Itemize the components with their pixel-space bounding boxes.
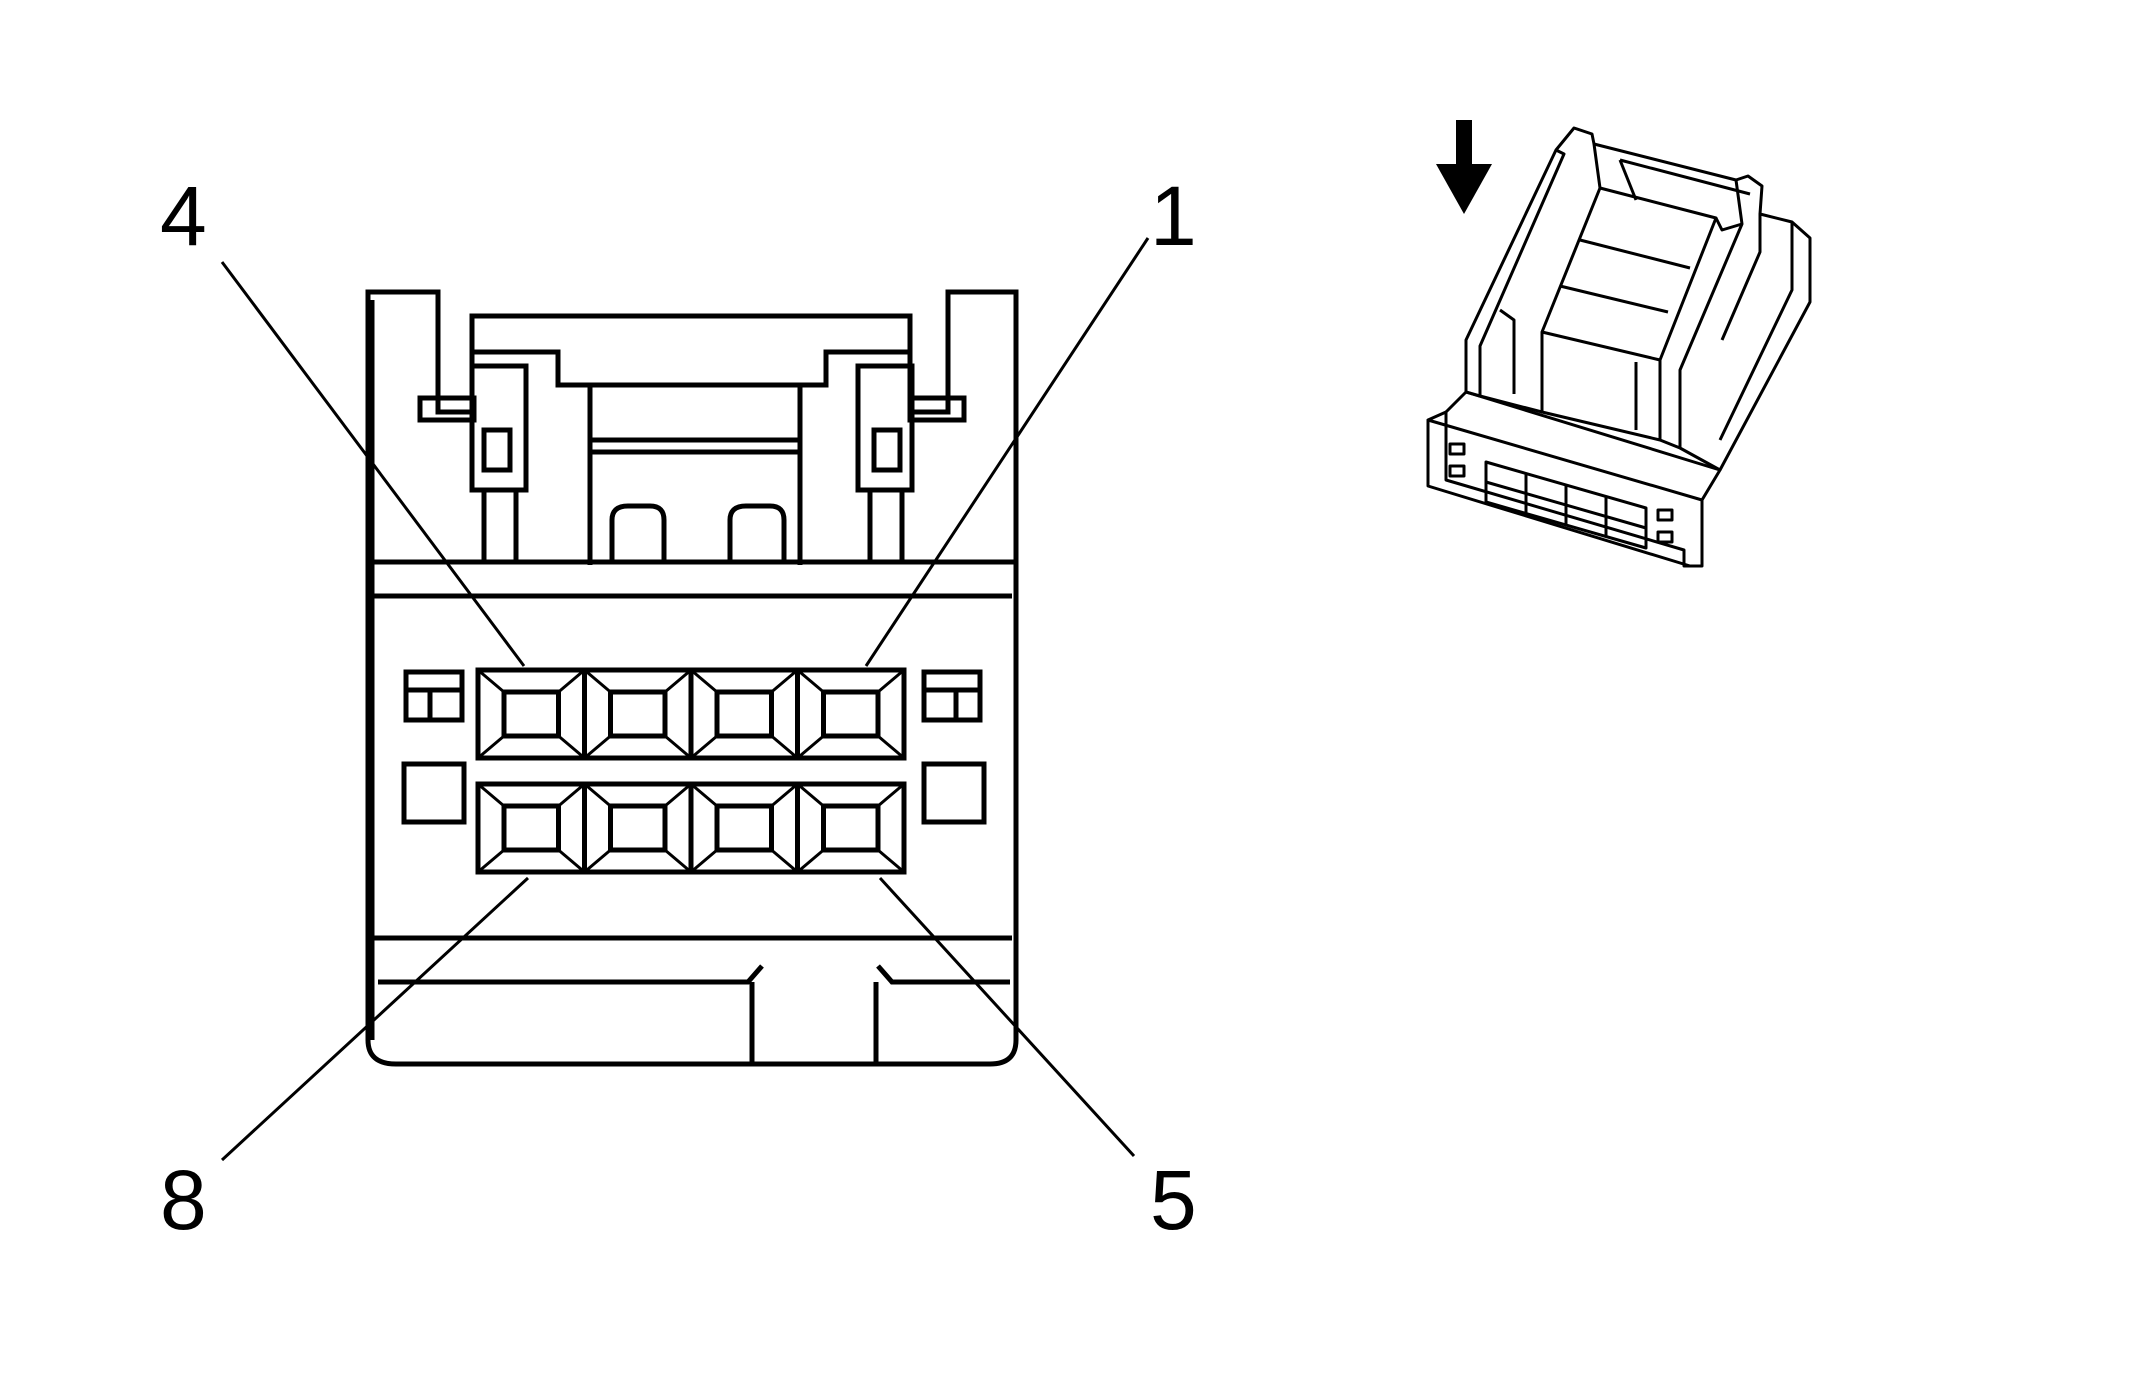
leader-line-pin-1 [864, 237, 1150, 667]
connector-face-view [220, 237, 1150, 1162]
pin-cavity-rows [475, 667, 907, 875]
pin-cavity [477, 782, 586, 874]
pin-label-4: 4 [160, 169, 207, 263]
pin-label-1: 1 [1150, 169, 1197, 263]
pin-cavity [795, 668, 905, 760]
pin-cavity [688, 782, 799, 874]
connector-3d-icon [1426, 126, 1812, 568]
leader-line-pin-5 [878, 876, 1136, 1158]
leader-line-pin-4 [220, 261, 526, 667]
pin-label-8: 8 [160, 1153, 207, 1247]
pin-cavity [477, 668, 586, 760]
pin-cavity [582, 668, 692, 760]
arrow-down-icon [1436, 120, 1492, 214]
pin-label-5: 5 [1150, 1153, 1197, 1247]
leader-line-pin-8 [220, 876, 530, 1162]
pin-cavity [795, 782, 905, 874]
pin-cavity [688, 668, 799, 760]
pin-cavity [582, 782, 692, 874]
